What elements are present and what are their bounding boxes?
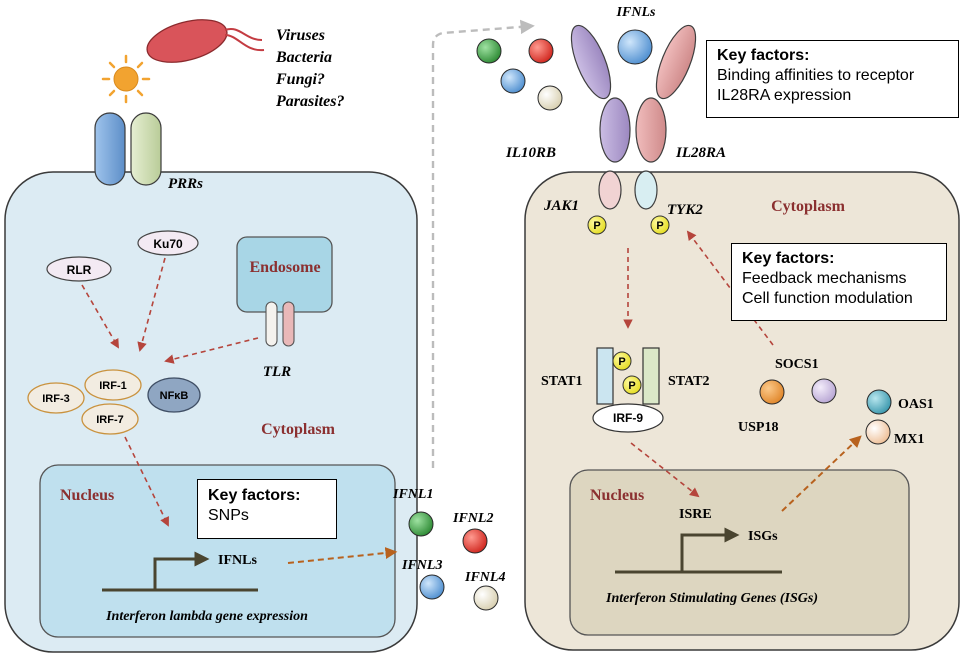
svg-text:P: P xyxy=(618,356,625,368)
oas1-ball xyxy=(866,389,892,415)
usp18-ball xyxy=(759,379,785,405)
left-ifnls-label: IFNLs xyxy=(218,553,257,568)
nfkb-factor: NFκB xyxy=(147,377,201,413)
stat2-block xyxy=(642,347,660,405)
ku70-sensor: Ku70 xyxy=(137,230,199,256)
pathogen-label: Viruses xyxy=(276,27,325,44)
key-factor-line: Binding affinities to receptor xyxy=(717,67,915,84)
jak1-label: JAK1 xyxy=(543,198,579,214)
usp18-label: USP18 xyxy=(738,420,778,435)
stat1-label: STAT1 xyxy=(541,374,583,389)
mx1-ball xyxy=(865,419,891,445)
prr-receptors xyxy=(94,112,162,186)
key-factor-line: Cell function modulation xyxy=(742,290,913,307)
right-signaling-arrows xyxy=(623,230,774,498)
pathogen-label: Parasites? xyxy=(275,93,344,110)
ifnl4-label: IFNL4 xyxy=(464,570,505,585)
rlr-label: RLR xyxy=(67,263,92,277)
stat1-block xyxy=(596,347,614,405)
ifnl3-ball xyxy=(419,574,445,600)
sun-icon xyxy=(101,54,151,104)
key-factor-line: IL28RA expression xyxy=(717,87,852,104)
secreted-ifnls: IFNL1 IFNL2 IFNL3 IFNL4 xyxy=(392,487,505,611)
svg-text:P: P xyxy=(593,220,600,232)
secretion-arrow xyxy=(287,547,398,564)
tlr-receptor xyxy=(265,301,295,347)
irf3-label: IRF-3 xyxy=(42,393,70,405)
isg-output-arrow xyxy=(781,435,862,512)
ifnl2-ball xyxy=(462,528,488,554)
phospho-group: P xyxy=(587,215,607,235)
ifnl2-label: IFNL2 xyxy=(452,511,493,526)
il10rb-label: IL10RB xyxy=(505,145,556,161)
key-factors-title: Key factors: xyxy=(208,487,301,504)
il10rb-receptor xyxy=(570,24,631,210)
endosome-label: Endosome xyxy=(249,259,320,276)
ifnl1-ball xyxy=(408,511,434,537)
isre-label: ISRE xyxy=(679,507,712,522)
isgs-label: ISGs xyxy=(748,529,778,544)
socs1-label: SOCS1 xyxy=(775,357,819,372)
left-signaling-arrows xyxy=(81,257,259,527)
bacterium-icon xyxy=(146,19,265,63)
svg-text:P: P xyxy=(628,380,635,392)
tyk2-label: TYK2 xyxy=(667,202,703,218)
key-factor-line: Feedback mechanisms xyxy=(742,270,907,287)
pathogen-label: Bacteria xyxy=(275,49,332,66)
nfkb-label: NFκB xyxy=(160,390,189,402)
irf1-label: IRF-1 xyxy=(99,380,127,392)
tlr-label: TLR xyxy=(263,364,291,380)
left-key-factors-box: Key factors: SNPs xyxy=(197,479,337,539)
left-nucleus-label: Nucleus xyxy=(60,487,114,504)
ifnl3-label: IFNL3 xyxy=(401,558,442,573)
pathogen-label: Fungi? xyxy=(275,71,325,88)
receptor-key-factors-box: Key factors: Binding affinities to recep… xyxy=(706,40,959,118)
feedback-key-factors-box: Key factors: Feedback mechanisms Cell fu… xyxy=(731,243,947,321)
irf9-label: IRF-9 xyxy=(613,411,643,425)
stat2-label: STAT2 xyxy=(668,374,710,389)
il28ra-receptor xyxy=(634,24,697,210)
pathogen-list: Viruses Bacteria Fungi? Parasites? xyxy=(275,27,344,110)
transport-arrow xyxy=(431,19,535,468)
ifnl-gene-promoter xyxy=(102,551,258,592)
right-nucleus xyxy=(569,469,910,636)
key-factors-title: Key factors: xyxy=(717,47,810,64)
ifnl4-ball xyxy=(473,585,499,611)
socs1-ball xyxy=(811,378,837,404)
stat-complex: IRF-9 P P xyxy=(592,347,664,433)
ifnl1-label: IFNL1 xyxy=(392,487,433,502)
il28ra-label: IL28RA xyxy=(675,145,726,161)
irf3-factor: IRF-3 xyxy=(27,382,85,414)
svg-text:P: P xyxy=(656,220,663,232)
phospho-group: P xyxy=(650,215,670,235)
right-nucleus-label: Nucleus xyxy=(590,487,644,504)
gene-expression-label: Interferon lambda gene expression xyxy=(105,609,308,624)
left-cytoplasm-label: Cytoplasm xyxy=(261,421,335,438)
irf7-factor: IRF-7 xyxy=(81,403,139,435)
isg-expression-label: Interferon Stimulating Genes (ISGs) xyxy=(605,591,818,606)
rlr-sensor: RLR xyxy=(46,256,112,282)
isg-gene-promoter xyxy=(615,527,782,574)
mx1-label: MX1 xyxy=(894,432,924,447)
irf1-factor: IRF-1 xyxy=(84,369,142,401)
right-cytoplasm-label: Cytoplasm xyxy=(771,198,845,215)
key-factor-line: SNPs xyxy=(208,507,249,524)
ku70-label: Ku70 xyxy=(153,237,183,251)
key-factors-title: Key factors: xyxy=(742,250,835,267)
top-ifnls-label: IFNLs xyxy=(616,5,656,20)
bound-ifnls xyxy=(476,29,653,111)
oas1-label: OAS1 xyxy=(898,397,934,412)
prrs-label: PRRs xyxy=(168,176,203,192)
irf7-label: IRF-7 xyxy=(96,414,124,426)
irf9-block xyxy=(592,403,664,433)
